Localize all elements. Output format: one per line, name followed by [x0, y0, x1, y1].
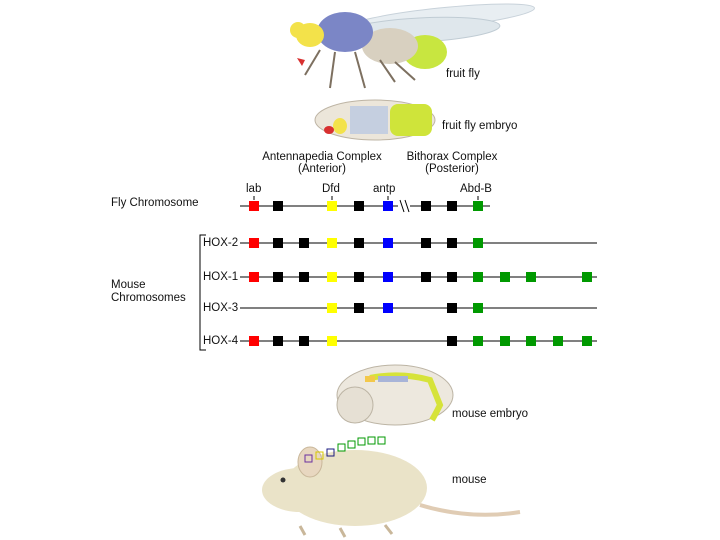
fly-gene-black-7	[447, 201, 457, 211]
hox-4-gene-green-8	[553, 336, 563, 346]
fly-gene-yellow-2	[327, 201, 337, 211]
hox-2-gene-black-4	[354, 238, 364, 248]
fly-gene-green-8	[473, 201, 483, 211]
mouse-embryo-label: mouse embryo	[452, 408, 529, 420]
hox-3-gene-yellow-0	[327, 303, 337, 313]
hox-4-label: HOX-4	[203, 335, 239, 347]
hox-1-gene-blue-5	[383, 272, 393, 282]
chromosome-lines	[199, 199, 597, 351]
hox-2-gene-yellow-3	[327, 238, 337, 248]
mouse-chromosomes-label-line2: Chromosomes	[111, 292, 186, 304]
hox-2-gene-blue-5	[383, 238, 393, 248]
fly-chromosome-label: Fly Chromosome	[111, 197, 199, 209]
hox-1-gene-black-1	[273, 272, 283, 282]
hox-1-gene-red-0	[249, 272, 259, 282]
hox-4-gene-green-9	[582, 336, 592, 346]
hox-4-gene-red-0	[249, 336, 259, 346]
hox-1-gene-yellow-3	[327, 272, 337, 282]
mouse-chromosomes-label-line1: Mouse	[111, 279, 146, 291]
mouse-embryo-illustration	[336, 364, 454, 426]
gene-guides	[253, 196, 479, 200]
hox-2-gene-black-7	[447, 238, 457, 248]
gene-label-abdb: Abd-B	[460, 183, 492, 195]
hox-3-gene-blue-2	[383, 303, 393, 313]
hox-4-gene-black-2	[299, 336, 309, 346]
hox-2-label: HOX-2	[203, 237, 239, 249]
hox-3-gene-green-4	[473, 303, 483, 313]
hox-1-gene-black-2	[299, 272, 309, 282]
fruit-fly-embryo-illustration	[314, 99, 436, 141]
fly-gene-black-6	[421, 201, 431, 211]
hox-3-label: HOX-3	[203, 302, 239, 314]
gene-label-lab: lab	[246, 183, 262, 195]
bithorax-complex-title: Bithorax Complex	[406, 151, 498, 163]
hox-4-gene-green-6	[500, 336, 510, 346]
hox-1-label: HOX-1	[203, 271, 239, 283]
hox-1-gene-black-4	[354, 272, 364, 282]
hox-1-gene-green-8	[473, 272, 483, 282]
hox-4-gene-green-7	[526, 336, 536, 346]
hox-2-gene-red-0	[249, 238, 259, 248]
antennapedia-complex-title: Antennapedia Complex	[262, 151, 382, 163]
hox-4-gene-black-4	[447, 336, 457, 346]
fruit-fly-embryo-label: fruit fly embryo	[442, 120, 518, 132]
fruit-fly-label: fruit fly	[446, 68, 480, 80]
antennapedia-complex-subtitle: (Anterior)	[298, 163, 346, 175]
hox-4-gene-yellow-3	[327, 336, 337, 346]
hox-2-gene-black-1	[273, 238, 283, 248]
hox-4-gene-black-1	[273, 336, 283, 346]
gene-label-antp: antp	[373, 183, 396, 195]
hox-2-gene-green-8	[473, 238, 483, 248]
gene-label-dfd: Dfd	[322, 183, 340, 195]
hox-1-gene-black-6	[421, 272, 431, 282]
fly-break-mark-2	[404, 199, 410, 213]
fly-gene-red-0	[249, 201, 259, 211]
hox-1-gene-green-10	[526, 272, 536, 282]
hox-1-gene-green-11	[582, 272, 592, 282]
hox-2-gene-black-2	[299, 238, 309, 248]
mouse-label: mouse	[452, 474, 487, 486]
hox-2-gene-black-6	[421, 238, 431, 248]
hox-3-gene-black-3	[447, 303, 457, 313]
mouse-expression-markers	[304, 436, 386, 463]
hox-1-gene-black-7	[447, 272, 457, 282]
fly-gene-black-3	[354, 201, 364, 211]
fly-gene-black-1	[273, 201, 283, 211]
hox-4-gene-green-5	[473, 336, 483, 346]
bithorax-complex-subtitle: (Posterior)	[425, 163, 479, 175]
hox-3-gene-black-1	[354, 303, 364, 313]
fly-break-mark-1	[399, 199, 405, 213]
fly-gene-blue-4	[383, 201, 393, 211]
hox-1-gene-green-9	[500, 272, 510, 282]
mouse-illustration	[262, 446, 521, 538]
fruit-fly-illustration	[290, 3, 535, 89]
mouse-bracket	[199, 234, 206, 351]
